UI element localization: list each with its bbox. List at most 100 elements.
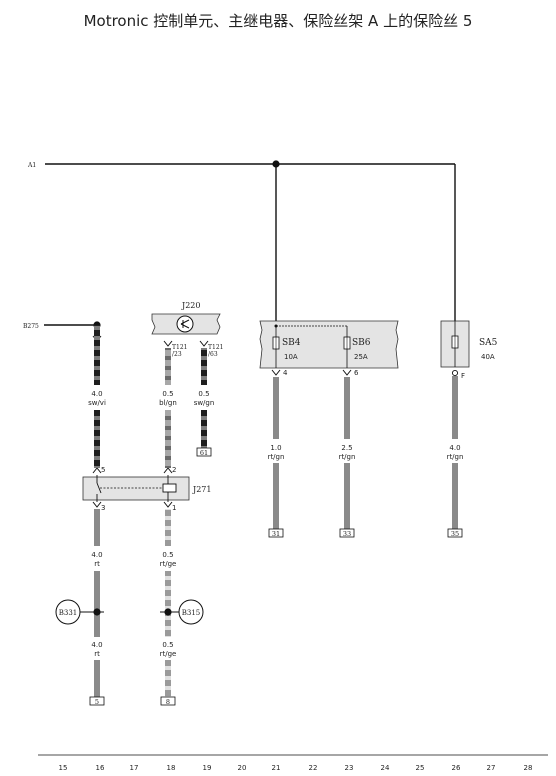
j220-pin63-line2: /63 bbox=[208, 351, 218, 358]
wire-color: rt/gn bbox=[268, 453, 285, 461]
ruler-label: 25 bbox=[416, 764, 425, 772]
wire-sb4-upper bbox=[273, 377, 279, 439]
ruler-label: 18 bbox=[167, 764, 176, 772]
ref-box: 31 bbox=[272, 530, 280, 538]
junction-dot bbox=[93, 608, 101, 616]
wire-color: rt bbox=[94, 650, 100, 658]
component-fuse-sa5: SA5 40A bbox=[440, 320, 498, 368]
wire-b275-upper bbox=[94, 325, 100, 385]
ref-box: 33 bbox=[343, 530, 351, 538]
relay-coil-icon bbox=[162, 483, 177, 493]
junction-dot bbox=[164, 608, 172, 616]
ruler-label: 27 bbox=[487, 764, 496, 772]
wire-size: 2.5 bbox=[341, 444, 352, 452]
sb4-rating: 10A bbox=[284, 353, 298, 361]
ruler-label: 22 bbox=[309, 764, 318, 772]
column-ruler: 15 16 17 18 19 20 21 22 23 24 25 26 27 28 bbox=[38, 754, 548, 772]
b331-name: B331 bbox=[59, 609, 78, 617]
wires bbox=[94, 325, 458, 697]
wire-labels: 4.0 sw/vi 0.5 bl/gn 0.5 sw/gn 1.0 rt/gn … bbox=[88, 390, 463, 658]
wire-color: rt bbox=[94, 560, 100, 568]
j271-pin1: 1 bbox=[172, 504, 176, 512]
wire-color: rt/ge bbox=[160, 650, 177, 658]
wire-color: rt/ge bbox=[160, 560, 177, 568]
wire-color: sw/vi bbox=[88, 399, 106, 407]
reference-boxes: 61 31 33 35 5 8 bbox=[89, 447, 463, 706]
ground-b331: B331 bbox=[55, 599, 104, 625]
ruler-label: 28 bbox=[524, 764, 533, 772]
sb6-rating: 25A bbox=[354, 353, 368, 361]
bus-b275-label: B275 bbox=[23, 323, 39, 330]
ruler-label: 19 bbox=[203, 764, 212, 772]
sb6-name: SB6 bbox=[352, 338, 371, 348]
wire-j220-63-lower bbox=[201, 410, 207, 448]
wire-j220-23-lower bbox=[165, 410, 171, 468]
sa5-rating: 40A bbox=[481, 353, 495, 361]
wire-sb4-lower bbox=[273, 463, 279, 529]
ruler-label: 17 bbox=[130, 764, 139, 772]
j220-pin23-line1: T121 bbox=[172, 344, 187, 351]
wire-size: 0.5 bbox=[162, 641, 173, 649]
bus-a1: A1 bbox=[27, 160, 456, 322]
wire-sa5-upper bbox=[452, 376, 458, 439]
j271-pin5: 5 bbox=[101, 466, 105, 474]
ruler-label: 15 bbox=[59, 764, 68, 772]
sa5-terminal-icon bbox=[451, 369, 459, 377]
wire-j271-1-b bbox=[165, 571, 171, 637]
wire-size: 0.5 bbox=[198, 390, 209, 398]
j220-pin63-line1: T121 bbox=[208, 344, 223, 351]
j271-pin2: 2 bbox=[172, 466, 176, 474]
relay-switch-icon bbox=[96, 482, 102, 494]
wire-j271-3-c bbox=[94, 660, 100, 697]
j220-pin23: T121 /23 bbox=[172, 344, 189, 358]
ref-box: 61 bbox=[200, 449, 208, 457]
bus-a1-label: A1 bbox=[27, 162, 36, 169]
sb4-pin: 4 bbox=[283, 369, 288, 377]
b315-name: B315 bbox=[182, 609, 201, 617]
wire-size: 4.0 bbox=[91, 641, 102, 649]
component-j271: 5 2 3 1 J271 bbox=[82, 466, 211, 512]
ref-box: 8 bbox=[166, 698, 170, 706]
ruler-label: 21 bbox=[272, 764, 281, 772]
j220-pin63: T121 /63 bbox=[208, 344, 225, 358]
j220-pin23-line2: /23 bbox=[172, 351, 182, 358]
diagram-title: Motronic 控制单元、主继电器、保险丝架 A 上的保险丝 5 bbox=[83, 12, 473, 30]
wire-size: 4.0 bbox=[91, 551, 102, 559]
wire-color: sw/gn bbox=[194, 399, 215, 407]
wire-sb6-upper bbox=[344, 377, 350, 439]
wire-size: 4.0 bbox=[91, 390, 102, 398]
wire-j271-3-a bbox=[94, 509, 100, 546]
ruler-label: 26 bbox=[452, 764, 461, 772]
component-j220: J220 T121 /23 T121 /63 bbox=[151, 301, 225, 358]
ruler-label: 20 bbox=[238, 764, 247, 772]
wire-size: 1.0 bbox=[270, 444, 281, 452]
bus-b275: B275 bbox=[23, 321, 101, 330]
wire-size: 0.5 bbox=[162, 390, 173, 398]
sa5-pin: F bbox=[461, 372, 465, 380]
sb6-pin: 6 bbox=[354, 369, 359, 377]
component-fuse-holder-sb: SB4 10A SB6 25A bbox=[259, 320, 399, 369]
wire-size: 0.5 bbox=[162, 551, 173, 559]
ref-box: 35 bbox=[451, 530, 459, 538]
wire-j220-63-upper bbox=[201, 348, 207, 385]
ruler-label: 24 bbox=[381, 764, 390, 772]
sa5-name: SA5 bbox=[479, 338, 498, 348]
j271-pin3: 3 bbox=[101, 504, 105, 512]
j220-name: J220 bbox=[181, 301, 200, 310]
wire-j271-1-c bbox=[165, 660, 171, 697]
sb4-name: SB4 bbox=[282, 338, 301, 348]
ref-box: 5 bbox=[95, 698, 99, 706]
wire-j271-3-b bbox=[94, 571, 100, 637]
wire-j271-1-a bbox=[165, 509, 171, 546]
wire-color: rt/gn bbox=[447, 453, 464, 461]
wire-size: 4.0 bbox=[449, 444, 460, 452]
j271-name: J271 bbox=[192, 485, 211, 494]
wire-j220-23-upper bbox=[165, 348, 171, 385]
ruler-label: 23 bbox=[345, 764, 354, 772]
ground-b315: B315 bbox=[160, 599, 204, 625]
wire-color: bl/gn bbox=[159, 399, 177, 407]
ruler-label: 16 bbox=[96, 764, 105, 772]
wire-sa5-lower bbox=[452, 463, 458, 529]
